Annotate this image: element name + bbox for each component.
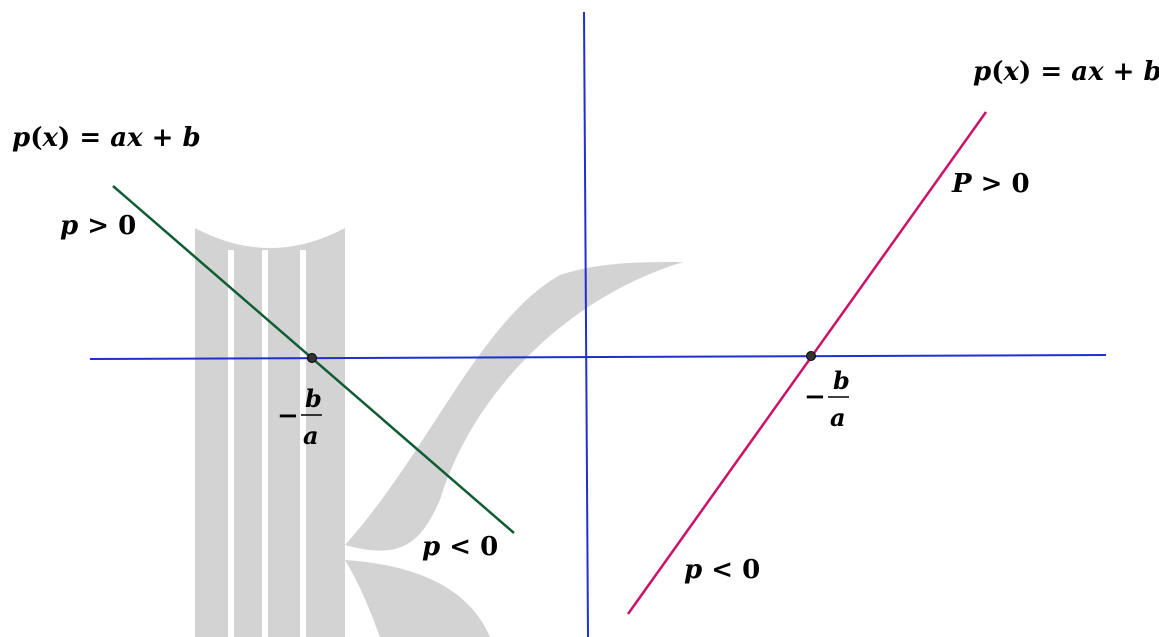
right-negative-region-label: p < 0 — [684, 555, 760, 585]
watermark-left-block — [195, 228, 345, 637]
y-axis — [583, 11, 589, 637]
right-root-denominator: a — [830, 403, 846, 432]
right-root-sign: − — [804, 382, 826, 412]
left-negative-region-label: p < 0 — [422, 532, 498, 562]
right-root-label: − b a — [804, 366, 850, 432]
left-root-label: − b a — [277, 384, 322, 450]
left-function-label: p(x) = ax + b — [12, 123, 201, 153]
x-axis — [89, 354, 1107, 360]
right-root-numerator: b — [833, 366, 850, 395]
root-point-left — [307, 353, 317, 363]
left-root-numerator: b — [305, 384, 322, 413]
right-positive-region-label: P > 0 — [951, 169, 1030, 199]
left-positive-region-label: p > 0 — [60, 211, 136, 241]
label-p: p — [12, 123, 30, 153]
watermark-bottom — [345, 560, 490, 637]
root-point-right — [806, 351, 816, 361]
watermark-stripes — [228, 250, 306, 637]
right-function-label: p(x) = ax + b — [973, 57, 1159, 87]
left-root-sign: − — [277, 401, 299, 431]
watermark-swoosh — [345, 262, 683, 551]
line-positive-slope — [626, 111, 988, 615]
left-root-denominator: a — [303, 421, 319, 450]
watermark-logo — [195, 228, 683, 637]
